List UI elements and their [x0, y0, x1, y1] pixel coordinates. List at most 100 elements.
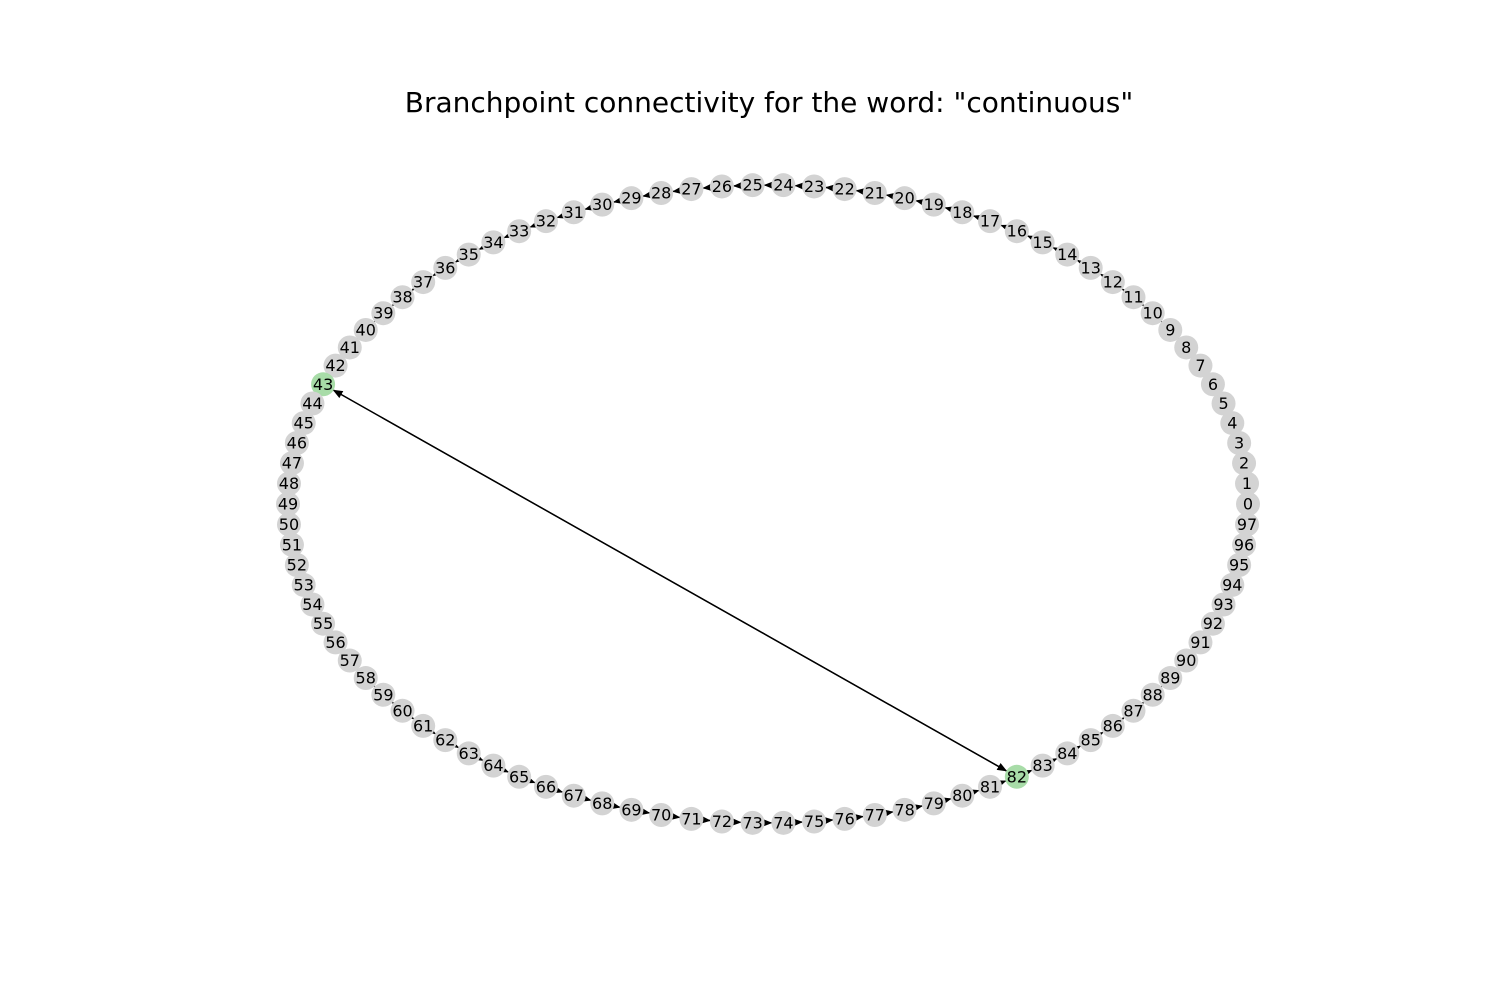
node-circle [1211, 391, 1236, 416]
node-label: 17 [980, 212, 1000, 231]
node-9: 9 [1158, 317, 1183, 342]
node-label: 51 [282, 535, 302, 554]
edge-80-81 [968, 789, 980, 798]
edge-31-32 [556, 210, 568, 219]
node-label: 55 [313, 614, 333, 633]
node-label: 3 [1234, 434, 1244, 453]
edge-29-30 [612, 196, 624, 205]
node-72: 72 [709, 809, 734, 834]
node-label: 67 [564, 786, 584, 805]
node-circle [1121, 698, 1146, 723]
node-74: 74 [771, 810, 796, 835]
node-circle [291, 572, 316, 597]
node-8: 8 [1174, 335, 1199, 360]
node-61: 61 [411, 713, 436, 738]
node-label: 14 [1057, 245, 1077, 264]
node-label: 58 [356, 669, 376, 688]
node-label: 68 [592, 794, 612, 813]
node-69: 69 [619, 797, 644, 822]
node-label: 11 [1123, 288, 1143, 307]
figure-title: Branchpoint connectivity for the word: "… [405, 86, 1133, 119]
node-40: 40 [353, 317, 378, 342]
node-78: 78 [892, 797, 917, 822]
node-label: 92 [1203, 614, 1223, 633]
node-56: 56 [323, 630, 348, 655]
edge-77-78 [883, 809, 894, 818]
node-label: 80 [952, 786, 972, 805]
node-4: 4 [1220, 411, 1245, 436]
edge-71-72 [700, 815, 711, 824]
node-89: 89 [1158, 666, 1183, 691]
node-label: 27 [681, 180, 701, 199]
node-37: 37 [411, 270, 436, 295]
node-12: 12 [1100, 270, 1125, 295]
node-88: 88 [1140, 682, 1165, 707]
node-circle [456, 242, 481, 267]
node-62: 62 [433, 728, 458, 753]
edge-34-35 [478, 241, 490, 250]
node-circle [950, 200, 975, 225]
edge-62-63 [448, 739, 460, 749]
node-label: 52 [287, 555, 307, 574]
node-65: 65 [507, 764, 532, 789]
node-51: 51 [279, 532, 304, 557]
node-label: 50 [279, 515, 299, 534]
node-circle [1140, 682, 1165, 707]
node-label: 53 [294, 575, 314, 594]
node-35: 35 [456, 242, 481, 267]
edge-84-85 [1070, 745, 1082, 754]
node-circle [1232, 532, 1257, 557]
node-87: 87 [1121, 698, 1146, 723]
node-label: 97 [1237, 515, 1257, 534]
edge-20-21 [885, 192, 897, 201]
node-86: 86 [1100, 713, 1125, 738]
edge-27-28 [672, 186, 683, 195]
node-circle [284, 552, 309, 577]
node-label: 95 [1229, 555, 1249, 574]
node-circle [284, 431, 309, 456]
node-circle [300, 592, 325, 617]
node-label: 47 [282, 454, 302, 473]
edge-79-80 [940, 797, 952, 806]
edge-59-60 [383, 694, 395, 704]
node-circle [679, 177, 704, 202]
node-3: 3 [1227, 431, 1252, 456]
node-circle [353, 317, 378, 342]
node-59: 59 [371, 682, 396, 707]
node-38: 38 [390, 285, 415, 310]
node-label: 66 [536, 777, 556, 796]
node-26: 26 [709, 174, 734, 199]
node-circle [1004, 764, 1029, 789]
node-label: 0 [1243, 495, 1253, 514]
node-13: 13 [1078, 255, 1103, 280]
node-11: 11 [1121, 285, 1146, 310]
edge-15-16 [1026, 235, 1038, 244]
node-10: 10 [1140, 301, 1165, 326]
node-36: 36 [433, 255, 458, 280]
node-label: 61 [413, 716, 433, 735]
node-label: 8 [1181, 338, 1191, 357]
node-circle [1188, 353, 1213, 378]
node-42: 42 [323, 353, 348, 378]
node-27: 27 [679, 177, 704, 202]
node-circle [390, 285, 415, 310]
node-label: 20 [894, 189, 914, 208]
node-label: 71 [681, 809, 701, 828]
edge-64-65 [498, 764, 510, 773]
node-label: 22 [834, 180, 854, 199]
node-circle [862, 180, 887, 205]
node-circle [533, 774, 558, 799]
node-52: 52 [284, 552, 309, 577]
node-label: 33 [509, 222, 529, 241]
node-15: 15 [1030, 230, 1055, 255]
node-label: 36 [435, 258, 455, 277]
node-circle [411, 270, 436, 295]
node-circle [371, 301, 396, 326]
node-circle [311, 372, 336, 397]
node-circle [1188, 630, 1213, 655]
node-label: 16 [1007, 222, 1027, 241]
node-circle [456, 741, 481, 766]
edge-16-17 [1000, 224, 1012, 233]
edge-22-23 [825, 184, 836, 193]
edge-10-11 [1141, 304, 1153, 314]
